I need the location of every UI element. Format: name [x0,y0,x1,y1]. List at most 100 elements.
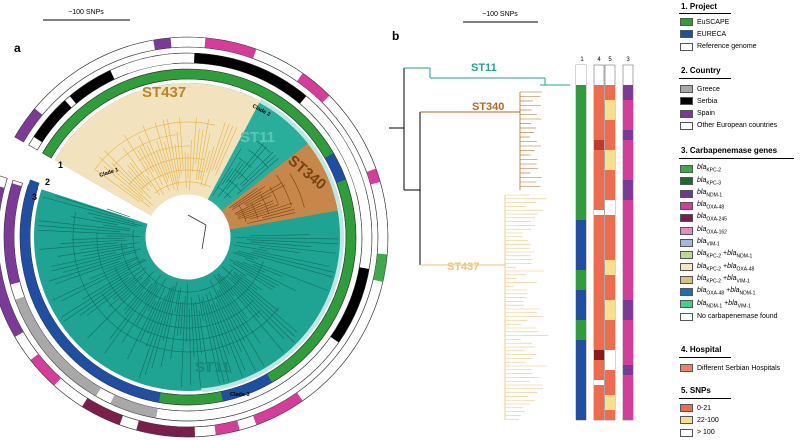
st11-branch [244,258,329,291]
legend-swatch [680,109,693,118]
legend-label: blaKPC-3 [697,176,722,186]
st437-branch [128,157,206,185]
st11-branch [50,252,116,267]
legend-swatch [680,404,693,412]
legend-item: blaVIM-1 [680,238,720,248]
st11-branch [55,260,120,285]
st11-branch [96,232,254,329]
st340-sector [188,142,340,237]
legend-item: Greece [680,84,720,94]
st11-branch [80,242,140,250]
ring-3-segment [204,37,257,59]
st340-branch [247,212,296,224]
legend-carbapenemase-title: 3. Carbapenemase genes [681,146,778,155]
st340-branch [232,186,265,208]
st11-branch [186,283,188,342]
column-3-carbapenemase-segment [623,130,633,140]
panel-b-rectangular-tree: ~100 SNPs b ST11 ST340 ST437 1 4 5 3 [389,11,634,421]
st11-branch [63,276,129,322]
st437-branch [137,149,164,196]
root-branch [201,224,207,250]
ring-2-segment [330,131,366,192]
st340-branch [229,187,258,209]
ring-3-segment [136,420,195,438]
st11-branch [190,296,195,357]
st11-branch [229,258,280,287]
st11-clade2-sector [188,101,310,238]
column-5-snps-segment [605,395,615,410]
st11-branch [82,246,134,257]
st11-branch [235,251,259,260]
legend-item: blaOXA-245 [680,213,727,223]
st437-branch [146,145,162,178]
st437-branch [140,169,204,190]
st11-top-label: ST11 [240,129,275,146]
st437-branch [197,118,210,180]
column-1-project-segment [576,85,586,220]
st11-branch [38,225,121,233]
column-4-hospital-segment [594,380,604,385]
legend-item: Serbia [680,96,717,106]
st11-branch [132,229,234,293]
st11-clade2-branch [234,169,249,182]
legend-swatch [680,121,693,130]
legend-item: Reference genome [680,42,757,52]
panel-b-letter: b [392,29,399,43]
st11-clade2-branch [256,140,271,153]
legend-label: blaOXA-162 [697,225,727,236]
root-arc [145,194,231,280]
st437-branch [138,136,164,186]
column-5-snps-segment [605,200,615,215]
panel-b-scale-label: ~100 SNPs [482,11,518,18]
b-st437-label: ST437 [447,261,479,273]
st11-branch [160,309,174,368]
st11-branch [246,273,273,291]
ring-3-segment [82,398,124,425]
legend-item: Different Serbian Hospitals [680,363,780,373]
legend-swatch [680,226,693,235]
column-3-carbapenemase-segment [623,300,633,320]
annotation-rings [0,36,389,438]
st11-branch [82,271,129,300]
st11-branch [86,277,136,316]
legend-swatch [680,85,693,93]
column-4-hospital-segment [594,350,604,360]
ring-3-segment [373,253,388,282]
st340-branch [249,206,292,220]
st11-branch [216,274,234,297]
st11-branch [206,302,230,382]
legend-item: EURECA [680,29,726,39]
st437-sector [54,83,261,237]
legend-label: 22-100 [697,416,719,424]
col-label-1: 1 [580,57,584,63]
col-label-4: 4 [597,57,601,63]
st11-branch [102,224,131,230]
panel-a-circular-tree: ~100 SNPs a 3 2 1 ST437 ST11 ST340 ST11 … [0,9,389,438]
st11-branch [216,303,246,371]
legend-label: Different Serbian Hospitals [697,364,781,372]
column-3-carbapenemase-segment [623,85,633,100]
st340-branch [260,194,269,214]
legend-item: blaKPC-2 +blaNDM-1 [680,250,752,260]
column-1-project-segment [576,320,586,340]
legend-rule [679,78,731,79]
legend-label: No carbapenemase found [697,313,778,321]
b-st340-label: ST340 [472,101,504,113]
clade-3-label: Clade 3 [230,392,250,398]
tree-branches-a [38,117,338,387]
column-5-snps-segment [605,260,615,275]
legend-swatch [680,97,693,106]
legend-item: blaNDM-1 [680,189,722,199]
st437-branch [138,145,191,161]
st11-branch [250,241,312,247]
st437-branch [103,166,144,200]
st437-branch [195,128,200,164]
st340-branch [244,202,293,219]
st437-branch [215,127,238,176]
st11-branch [252,263,283,277]
legend-swatch [680,288,693,296]
st11-branch [237,250,333,278]
st11-branch [232,252,254,261]
st11-clade2-branch [241,154,276,188]
